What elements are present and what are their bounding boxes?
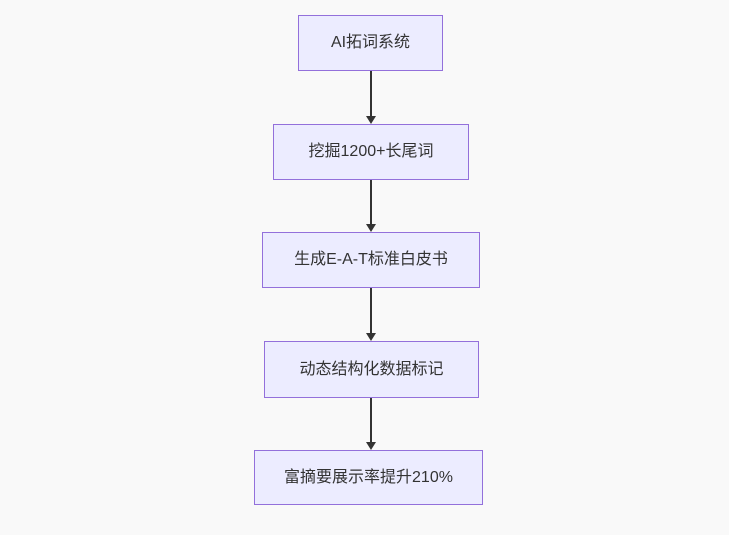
- arrowhead-down-icon: [366, 224, 376, 232]
- flow-node-label: 动态结构化数据标记: [299, 360, 444, 378]
- arrow-line: [370, 180, 372, 224]
- flow-arrow-4: [366, 398, 376, 450]
- arrowhead-down-icon: [366, 116, 376, 124]
- flow-node-label: 生成E-A-T标准白皮书: [294, 251, 448, 269]
- flow-node-longtail-mining: 挖掘1200+长尾词: [273, 124, 469, 180]
- flow-arrow-3: [366, 288, 376, 341]
- flow-node-label: 富摘要展示率提升210%: [284, 468, 453, 486]
- flow-node-label: AI拓词系统: [330, 34, 411, 52]
- arrow-line: [370, 288, 372, 333]
- arrow-line: [370, 398, 372, 442]
- flow-node-rich-snippet-rate: 富摘要展示率提升210%: [254, 450, 483, 505]
- flow-node-ai-word-system: AI拓词系统: [298, 15, 443, 71]
- arrowhead-down-icon: [366, 333, 376, 341]
- flow-node-label: 挖掘1200+长尾词: [308, 143, 434, 161]
- flow-node-structured-data: 动态结构化数据标记: [264, 341, 479, 398]
- flow-arrow-1: [366, 71, 376, 124]
- arrow-line: [370, 71, 372, 116]
- flow-node-eat-whitepaper: 生成E-A-T标准白皮书: [262, 232, 480, 288]
- arrowhead-down-icon: [366, 442, 376, 450]
- flow-arrow-2: [366, 180, 376, 232]
